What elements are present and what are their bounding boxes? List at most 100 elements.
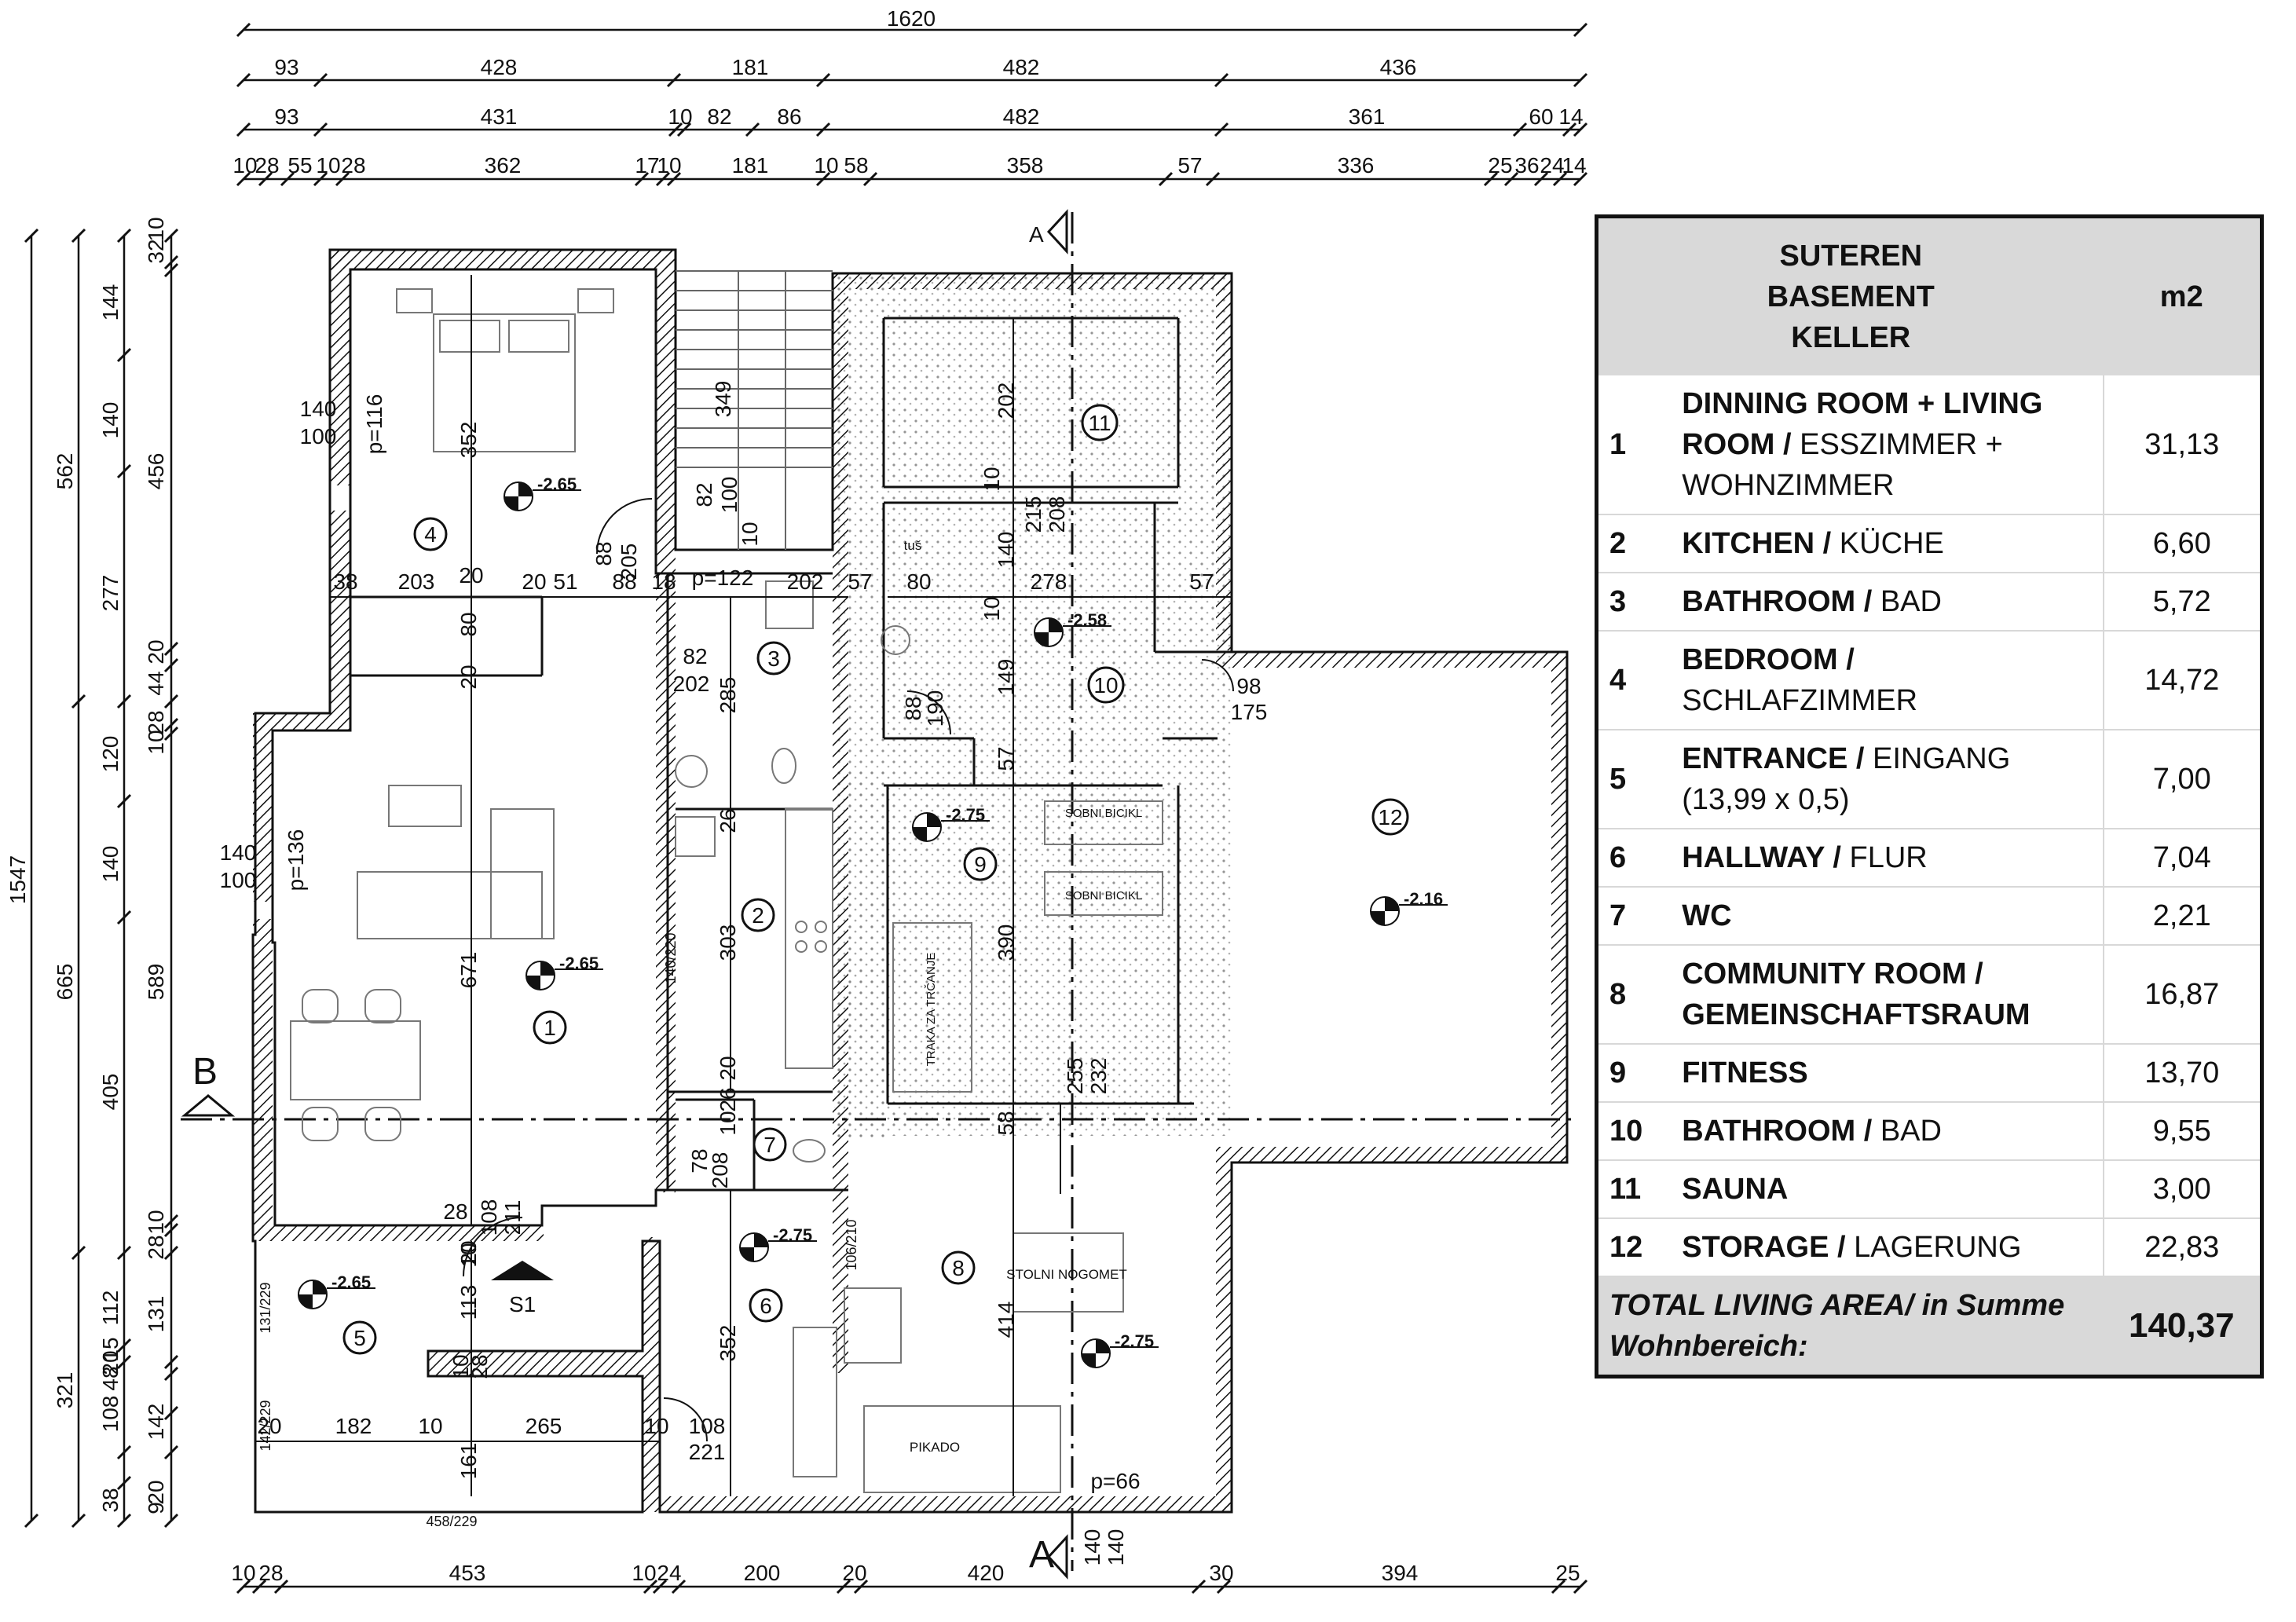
elevation-label: -2.75 (1115, 1331, 1154, 1351)
area-table-title: SUTEREN BASEMENT KELLER (1598, 218, 2104, 375)
room-name: COMMUNITY ROOM / GEMEINSCHAFTSRAUM (1671, 945, 2104, 1045)
bike-label: SOBNI BICIKL (1065, 889, 1142, 903)
dim-bottom-0: 200 (744, 1561, 781, 1585)
dim-left-3: 142 (144, 1404, 168, 1441)
dim-left-3: 15 (98, 1337, 123, 1361)
dim-interior: 113 (456, 1285, 481, 1320)
dim-interior: 20 (257, 1414, 281, 1438)
dim-interior: 303 (716, 925, 740, 961)
dim-interior: 255 (1063, 1058, 1087, 1095)
dim-interior: 57 (848, 569, 872, 594)
furniture-labels: SOBNI BICIKL SOBNI BICIKL TRAKA ZA TRČAN… (904, 538, 1143, 1455)
dim-interior: 140 (994, 532, 1018, 569)
section-lines (181, 212, 1571, 1571)
dim-interior: 671 (456, 952, 481, 989)
dim-interior: 88 (591, 541, 616, 566)
room-number: 2 (752, 903, 764, 928)
dim-top-3: 10 (316, 153, 340, 178)
bike-1 (1044, 800, 1163, 845)
room-number: 5 (353, 1326, 366, 1350)
dim-left-1: 321 (53, 1372, 77, 1409)
room-no: 9 (1598, 1044, 1672, 1103)
dim-left-1: 665 (53, 964, 77, 1001)
dim-left-3: 131 (144, 1296, 168, 1333)
dim-top-3: 24 (1540, 153, 1564, 178)
dim-interior: 106/210 (844, 1219, 859, 1270)
dim-interior: p=66 (1090, 1469, 1140, 1493)
dim-interior: p=116 (362, 394, 386, 455)
room-no: 5 (1598, 730, 1672, 829)
dim-interior: 10 (980, 596, 1004, 621)
dim-interior: 205 (617, 544, 641, 580)
dim-interior: 190 (923, 690, 947, 727)
dim-bottom-0: 28 (258, 1561, 283, 1585)
bike-2 (1044, 871, 1163, 916)
elevation-label: -2.65 (537, 474, 577, 494)
dim-interior: 80 (456, 612, 481, 636)
dim-interior: 100 (220, 868, 257, 892)
treadmill-label: TRAKA ZA TRČANJE (925, 953, 938, 1067)
foosball-label: STOLNI NOGOMET (1006, 1267, 1127, 1282)
room-name: STORAGE / LAGERUNG (1671, 1218, 2104, 1277)
dim-interior: 232 (1086, 1058, 1111, 1095)
room-no: 3 (1598, 573, 1672, 632)
total-label: TOTAL LIVING AREA/ in Summe Wohnbereich: (1598, 1276, 2104, 1375)
dim-interior: 208 (708, 1152, 732, 1189)
section-marker-s1: S1 (491, 1261, 554, 1316)
bike-label: SOBNI BICIKL (1065, 807, 1142, 820)
room-number: 7 (764, 1133, 776, 1157)
dim-left-2: 140 (98, 402, 123, 439)
room-no: 6 (1598, 829, 1672, 888)
dim-interior: 26 (716, 1087, 740, 1111)
room-no: 7 (1598, 887, 1672, 946)
room-area: 6,60 (2102, 514, 2260, 573)
treadmill (892, 922, 972, 1093)
dim-interior: 10 (738, 522, 762, 546)
dim-top-1: 428 (481, 55, 518, 79)
dim-left-2: 120 (98, 736, 123, 773)
room-no: 11 (1598, 1160, 1672, 1219)
dim-top-2: 361 (1349, 104, 1386, 129)
interior-dim-texts: 352 671 349 82 100 10 202 57 80 278 57 3… (220, 381, 1268, 1566)
dim-bottom-0: 30 (1209, 1561, 1233, 1585)
dim-top-3: 358 (1007, 153, 1044, 178)
terrace-hatch (834, 273, 1232, 1139)
dim-interior: 352 (716, 1325, 740, 1362)
dim-interior: 20 (459, 563, 483, 588)
door-swings (463, 498, 1234, 1442)
top-dimension-lines (244, 28, 1580, 181)
dim-bottom-0: 453 (449, 1561, 486, 1585)
room-area: 16,87 (2102, 945, 2260, 1045)
dim-left-3: 48 (98, 1366, 123, 1390)
dim-interior: 108 (477, 1199, 501, 1236)
dim-left-2: 140 (98, 846, 123, 883)
room-no: 1 (1598, 375, 1672, 515)
dim-interior: 26 (716, 808, 740, 833)
dim-left-3: 10 (144, 1210, 168, 1234)
dim-interior: 352 (456, 422, 481, 459)
dim-left-2: 112 (98, 1291, 123, 1326)
room-no: 12 (1598, 1218, 1672, 1277)
room-name: BATHROOM / BAD (1671, 1102, 2104, 1161)
section-b-label: B (192, 1051, 218, 1093)
dim-interior: 215 (1021, 496, 1045, 533)
dim-left-2: 20 (98, 1350, 123, 1375)
dim-interior: 28 (467, 1354, 492, 1379)
dim-top-2: 14 (1558, 104, 1583, 129)
dim-left-3: 28 (144, 1235, 168, 1259)
top-dim-ticks (236, 22, 1588, 187)
room-area: 22,83 (2102, 1218, 2260, 1277)
dim-interior: 203 (398, 569, 435, 594)
dim-left-3: 9 (144, 1502, 168, 1514)
darts-label: PIKADO (910, 1440, 960, 1455)
dim-interior: 140 (220, 840, 257, 865)
darts-board-area (863, 1405, 1061, 1493)
dim-left-2: 108 (98, 1396, 123, 1433)
dim-interior: 131/229 (258, 1282, 273, 1333)
dim-top-3: 362 (485, 153, 522, 178)
